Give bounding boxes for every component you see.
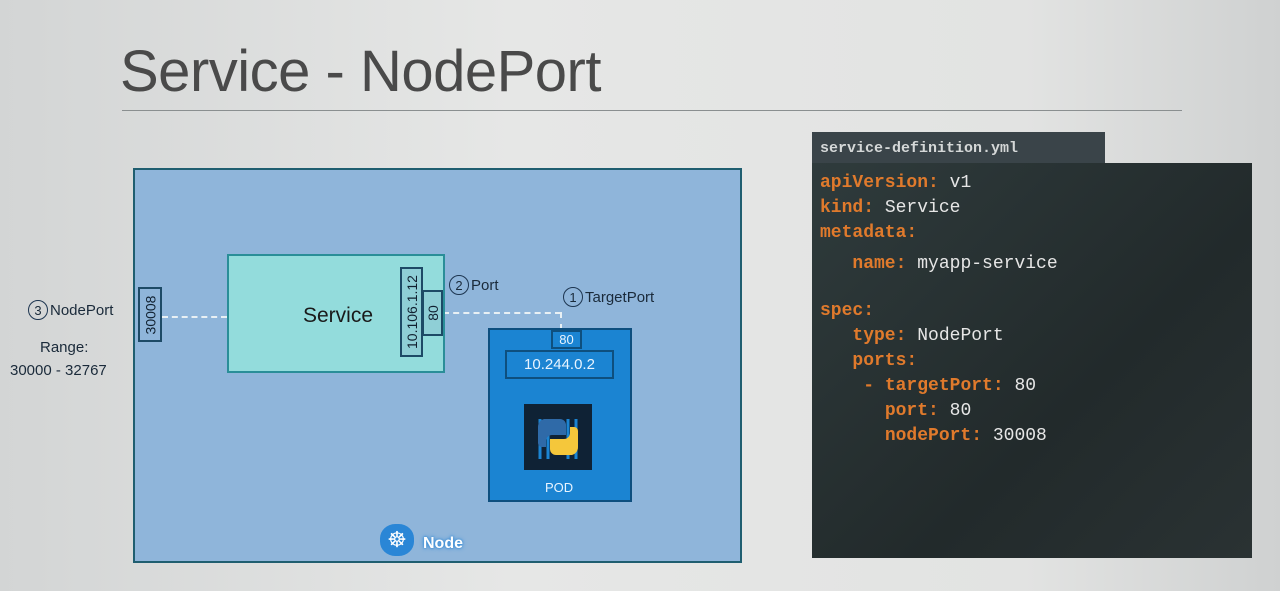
nodeport-value: 30008: [142, 295, 158, 334]
code-filename-tab: service-definition.yml: [812, 132, 1105, 164]
python-container-icon: [524, 404, 592, 470]
pod-label: POD: [545, 480, 574, 495]
service-port-box: 80: [422, 290, 443, 336]
code-line: name: myapp-service: [852, 254, 1058, 274]
code-line: ports:: [852, 351, 918, 371]
node-label: Node: [423, 535, 463, 552]
title-divider: [122, 110, 1182, 111]
targetport-annotation: 1 TargetPort: [563, 287, 654, 307]
service-label: Service: [303, 304, 374, 327]
port-annotation: 2 Port: [449, 275, 499, 295]
service-port: 80: [424, 305, 441, 321]
code-line: nodePort: 30008: [884, 426, 1047, 446]
code-line: apiVersion: v1: [820, 173, 972, 193]
code-line: type: NodePort: [852, 326, 1004, 346]
code-line: kind: Service: [820, 198, 961, 218]
step-3-badge: 3: [28, 300, 48, 320]
service-ip: 10.106.1.12: [403, 275, 420, 349]
nodeport-label: NodePort: [50, 301, 114, 319]
service-ip-box: 10.106.1.12: [400, 267, 423, 357]
nodeport-box: 30008: [138, 287, 162, 342]
code-line: spec:: [820, 301, 875, 321]
nodeport-annotation: 3 NodePort: [28, 300, 113, 320]
kubernetes-helm-icon: ☸: [380, 524, 414, 556]
step-2-badge: 2: [449, 275, 469, 295]
range-label: Range:: [40, 339, 89, 356]
range-value: 30000 - 32767: [10, 362, 107, 379]
code-line: metadata:: [820, 223, 918, 243]
nodeport-link-line: [162, 316, 227, 318]
targetport-link-line: [560, 312, 562, 330]
code-panel: apiVersion: v1 kind: Service metadata: n…: [812, 163, 1252, 558]
code-line: - targetPort: 80: [863, 376, 1037, 396]
slide-title: Service - NodePort: [120, 39, 601, 104]
port-label: Port: [471, 276, 499, 294]
port-link-line: [443, 312, 561, 314]
pod-port: 80: [551, 330, 582, 349]
pod-ip: 10.244.0.2: [505, 350, 614, 379]
code-line: port: 80: [884, 401, 972, 421]
targetport-label: TargetPort: [585, 288, 655, 306]
step-1-badge: 1: [563, 287, 583, 307]
